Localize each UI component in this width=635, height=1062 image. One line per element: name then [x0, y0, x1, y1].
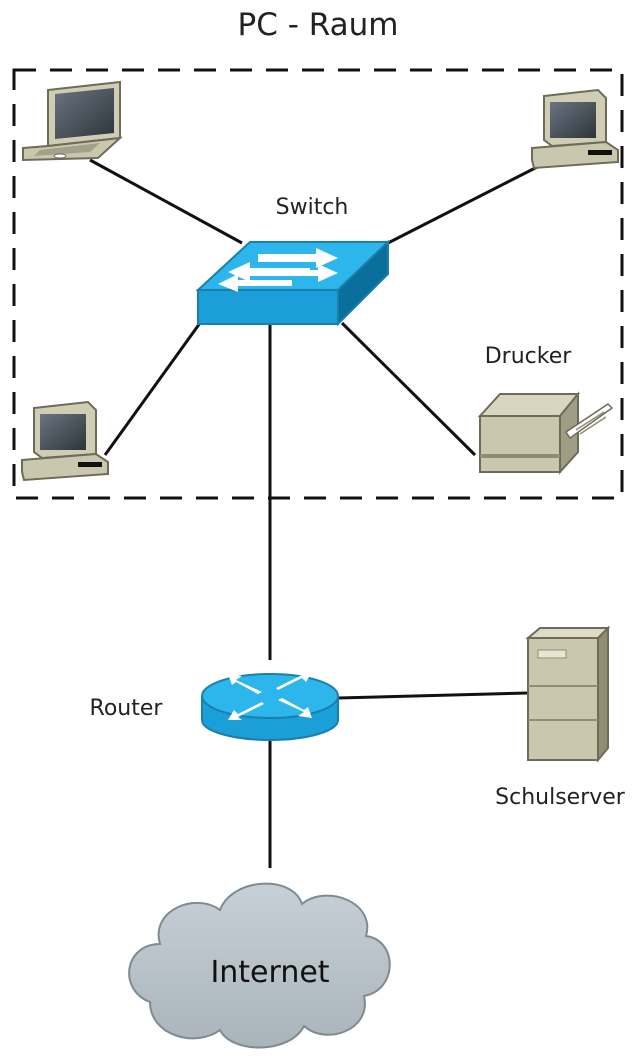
printer-label: Drucker	[485, 344, 573, 369]
server-icon	[525, 625, 611, 763]
switch-label: Switch	[276, 195, 349, 220]
printer-icon	[477, 391, 614, 475]
cloud-icon	[128, 882, 391, 1049]
link-printer-switch	[340, 321, 477, 457]
switch-icon	[195, 239, 391, 327]
connection-lines	[89, 158, 546, 868]
link-laptop-switch	[89, 158, 243, 245]
internet-label: Internet	[210, 955, 329, 990]
server-label: Schulserver	[495, 785, 626, 810]
desktop-pc-icon	[531, 88, 619, 170]
laptop-icon	[22, 80, 123, 162]
link-router-server	[337, 691, 529, 700]
diagram-title: PC - Raum	[238, 7, 399, 43]
room-boundary	[12, 68, 624, 500]
router-label: Router	[90, 696, 164, 721]
link-desktop-bl-switch	[103, 322, 202, 456]
desktop-pc-icon	[21, 400, 109, 482]
router-icon	[201, 672, 339, 741]
link-desktop-tr-switch	[387, 161, 546, 245]
